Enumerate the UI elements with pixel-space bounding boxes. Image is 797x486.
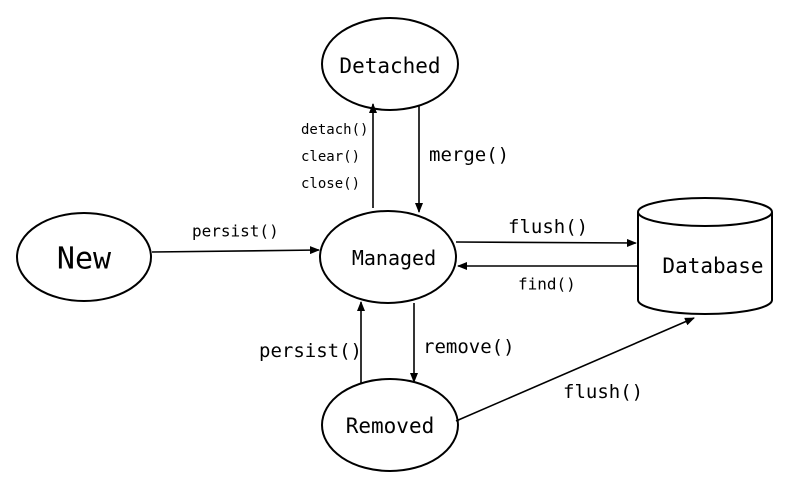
managed-ellipse: [319, 210, 457, 304]
managed-label: Managed: [352, 246, 436, 270]
edge-managed-to-database: flush(): [455, 216, 637, 247]
database-label: Database: [662, 254, 763, 278]
new-persist-label: persist(): [192, 222, 279, 241]
new-ellipse: [16, 212, 152, 302]
node-database: Database: [637, 197, 773, 315]
new-persist-arrow: [151, 246, 320, 255]
remove-label: remove(): [423, 336, 515, 358]
find-label: find(): [518, 275, 576, 294]
removed-flush-label: flush(): [563, 381, 643, 403]
edge-new-to-managed: persist(): [151, 222, 320, 255]
removed-ellipse: [321, 378, 459, 472]
detach-label: detach(): [301, 122, 368, 138]
edge-removed-to-managed: persist(): [259, 301, 365, 383]
clear-label: clear(): [301, 149, 360, 165]
edge-managed-to-detached: detach() clear() close(): [301, 103, 377, 208]
detached-ellipse: [321, 17, 459, 111]
new-label: New: [57, 242, 112, 277]
managed-flush-label: flush(): [508, 216, 588, 238]
node-new: New: [16, 212, 152, 302]
database-cylinder-top: [637, 197, 773, 227]
edge-database-to-managed: find(): [457, 262, 638, 294]
close-label: close(): [301, 176, 360, 192]
merge-label: merge(): [429, 144, 509, 166]
removed-flush-arrow: [455, 317, 695, 422]
edge-removed-to-database: flush(): [455, 317, 695, 422]
edge-detached-to-managed: merge(): [415, 106, 509, 213]
removed-persist-label: persist(): [259, 340, 362, 362]
managed-flush-arrow: [455, 238, 637, 247]
database-cylinder-body: [637, 212, 773, 315]
node-detached: Detached: [321, 17, 459, 111]
detached-label: Detached: [339, 54, 440, 78]
node-removed: Removed: [321, 378, 459, 472]
edge-managed-to-removed: remove(): [410, 303, 515, 383]
node-managed: Managed: [319, 210, 457, 304]
removed-label: Removed: [346, 414, 435, 438]
